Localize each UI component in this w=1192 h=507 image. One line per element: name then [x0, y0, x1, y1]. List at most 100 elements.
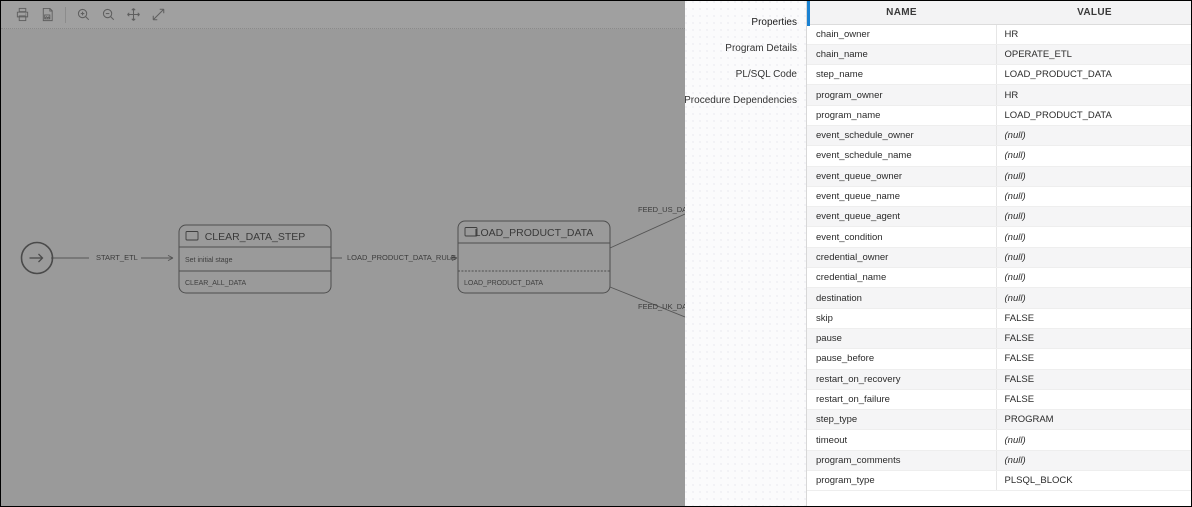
properties-pane: Properties Program Details PL/SQL Code P…	[685, 1, 1191, 506]
toolbar-divider	[65, 6, 66, 23]
print-icon[interactable]	[10, 4, 35, 26]
property-name-cell: event_schedule_name	[807, 145, 996, 167]
property-value-cell[interactable]: (null)	[995, 186, 1191, 208]
property-name-cell: restart_on_recovery	[807, 369, 996, 390]
property-name-cell: pause_before	[807, 348, 996, 370]
property-value-cell[interactable]: FALSE	[995, 348, 1191, 370]
table-row[interactable]: event_queue_agent(null)	[807, 206, 1191, 228]
zoom-out-icon[interactable]	[96, 4, 121, 26]
tab-procedure-dependencies-label: Procedure Dependencies	[685, 94, 797, 106]
property-name-cell: program_name	[807, 105, 996, 126]
property-name-cell: skip	[807, 308, 996, 329]
tab-rail: Properties Program Details PL/SQL Code P…	[685, 1, 806, 506]
property-value-cell[interactable]: PROGRAM	[995, 409, 1191, 431]
property-name-cell: restart_on_failure	[807, 389, 996, 411]
diagram-toolbar	[1, 1, 685, 29]
column-header-value[interactable]: VALUE	[996, 1, 1191, 25]
node-row-1a: Set initial stage	[185, 257, 233, 264]
table-row[interactable]: event_queue_owner(null)	[807, 166, 1191, 187]
edge-label-load-rule: LOAD_PRODUCT_DATA_RULE	[347, 253, 456, 262]
node-title-1: CLEAR_DATA_STEP	[205, 231, 306, 243]
property-value-cell[interactable]: LOAD_PRODUCT_DATA	[995, 105, 1191, 126]
tab-program-details-label: Program Details	[725, 42, 797, 54]
property-value-cell[interactable]: HR	[995, 84, 1191, 106]
fit-screen-icon[interactable]	[146, 4, 171, 26]
edge-feed-uk	[609, 286, 685, 318]
property-name-cell: step_name	[807, 64, 996, 86]
table-row[interactable]: credential_name(null)	[807, 267, 1191, 289]
property-value-cell[interactable]: FALSE	[995, 308, 1191, 329]
property-value-cell[interactable]: (null)	[995, 450, 1191, 472]
property-value-cell[interactable]: (null)	[995, 125, 1191, 147]
property-value-cell[interactable]: LOAD_PRODUCT_DATA	[995, 64, 1191, 86]
property-name-cell: program_owner	[807, 84, 996, 106]
table-row[interactable]: program_comments(null)	[807, 450, 1191, 472]
property-name-cell: chain_owner	[807, 24, 996, 45]
table-header-row: NAME VALUE	[807, 1, 1191, 25]
tab-plsql-code[interactable]: PL/SQL Code	[685, 61, 806, 87]
property-name-cell: timeout	[807, 429, 996, 451]
property-name-cell: event_condition	[807, 226, 996, 248]
property-name-cell: chain_name	[807, 44, 996, 66]
property-name-cell: program_type	[807, 470, 996, 492]
edge-feed-us	[609, 213, 685, 249]
save-image-icon[interactable]	[35, 4, 60, 26]
property-name-cell: event_queue_agent	[807, 206, 996, 228]
tab-program-details[interactable]: Program Details	[685, 35, 806, 61]
edge-label-start-etl: START_ETL	[96, 253, 138, 262]
active-tab-indicator	[807, 1, 810, 26]
table-row[interactable]: destination(null)	[807, 287, 1191, 309]
property-value-cell[interactable]: (null)	[995, 206, 1191, 228]
property-value-cell[interactable]: (null)	[995, 145, 1191, 167]
tab-properties[interactable]: Properties	[685, 9, 806, 35]
property-value-cell[interactable]: (null)	[995, 166, 1191, 187]
edge-label-feed-uk: FEED_UK_DA	[638, 302, 685, 311]
property-value-cell[interactable]: HR	[995, 24, 1191, 45]
property-value-cell[interactable]: FALSE	[995, 369, 1191, 390]
property-value-cell[interactable]: FALSE	[995, 389, 1191, 411]
table-row[interactable]: event_schedule_name(null)	[807, 145, 1191, 167]
property-name-cell: step_type	[807, 409, 996, 431]
tab-procedure-dependencies[interactable]: Procedure Dependencies	[685, 87, 806, 113]
property-name-cell: event_queue_owner	[807, 166, 996, 187]
diagram-node-clear-data-step: CLEAR_DATA_STEP Set initial stage CLEAR_…	[178, 224, 332, 294]
diagram-pane: CLEAR_DATA_STEP Set initial stage CLEAR_…	[1, 1, 685, 506]
table-row[interactable]: event_condition(null)	[807, 226, 1191, 248]
property-value-cell[interactable]: (null)	[995, 226, 1191, 248]
zoom-in-icon[interactable]	[71, 4, 96, 26]
table-row[interactable]: event_schedule_owner(null)	[807, 125, 1191, 147]
table-row[interactable]: timeout(null)	[807, 429, 1191, 451]
property-value-cell[interactable]: (null)	[995, 287, 1191, 309]
diagram-start-node	[20, 241, 54, 275]
pan-icon[interactable]	[121, 4, 146, 26]
property-value-cell[interactable]: PLSQL_BLOCK	[995, 470, 1191, 492]
column-header-name[interactable]: NAME	[807, 1, 996, 25]
property-name-cell: program_comments	[807, 450, 996, 472]
property-value-cell[interactable]: (null)	[995, 247, 1191, 269]
diagram-canvas[interactable]: CLEAR_DATA_STEP Set initial stage CLEAR_…	[1, 29, 685, 506]
tab-properties-label: Properties	[751, 16, 797, 28]
property-value-cell[interactable]: OPERATE_ETL	[995, 44, 1191, 66]
table-row[interactable]: credential_owner(null)	[807, 247, 1191, 269]
property-value-cell[interactable]: (null)	[995, 267, 1191, 289]
property-value-cell[interactable]: (null)	[995, 429, 1191, 451]
property-name-cell: event_schedule_owner	[807, 125, 996, 147]
table-row[interactable]: event_queue_name(null)	[807, 186, 1191, 208]
property-value-cell[interactable]: FALSE	[995, 328, 1191, 350]
